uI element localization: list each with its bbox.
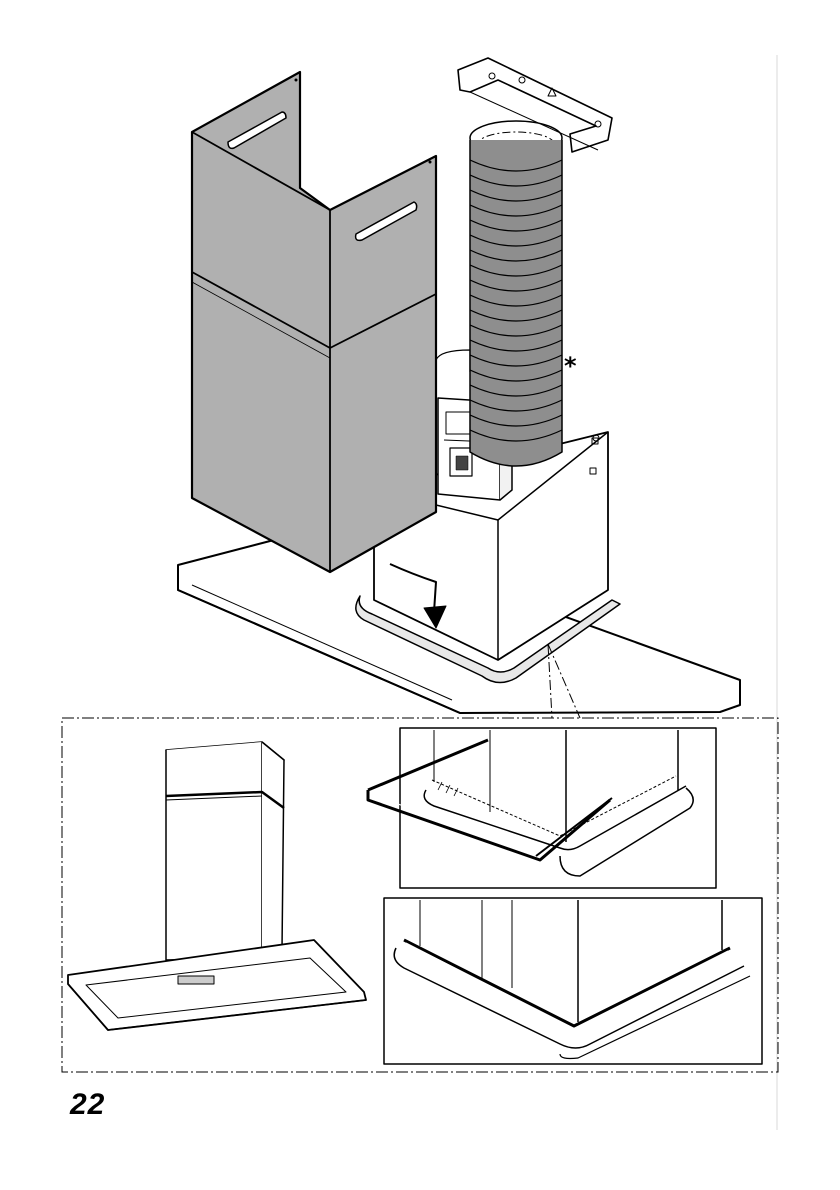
completed-hood-view (68, 742, 366, 1030)
flexible-duct (470, 121, 562, 466)
edge-trim-installed-detail (384, 898, 762, 1064)
optional-part-marker: * (564, 352, 577, 380)
page-number: 22 (70, 1088, 105, 1122)
edge-trim-insertion-detail (368, 728, 716, 888)
main-assembly (178, 58, 740, 718)
chimney (192, 72, 436, 572)
